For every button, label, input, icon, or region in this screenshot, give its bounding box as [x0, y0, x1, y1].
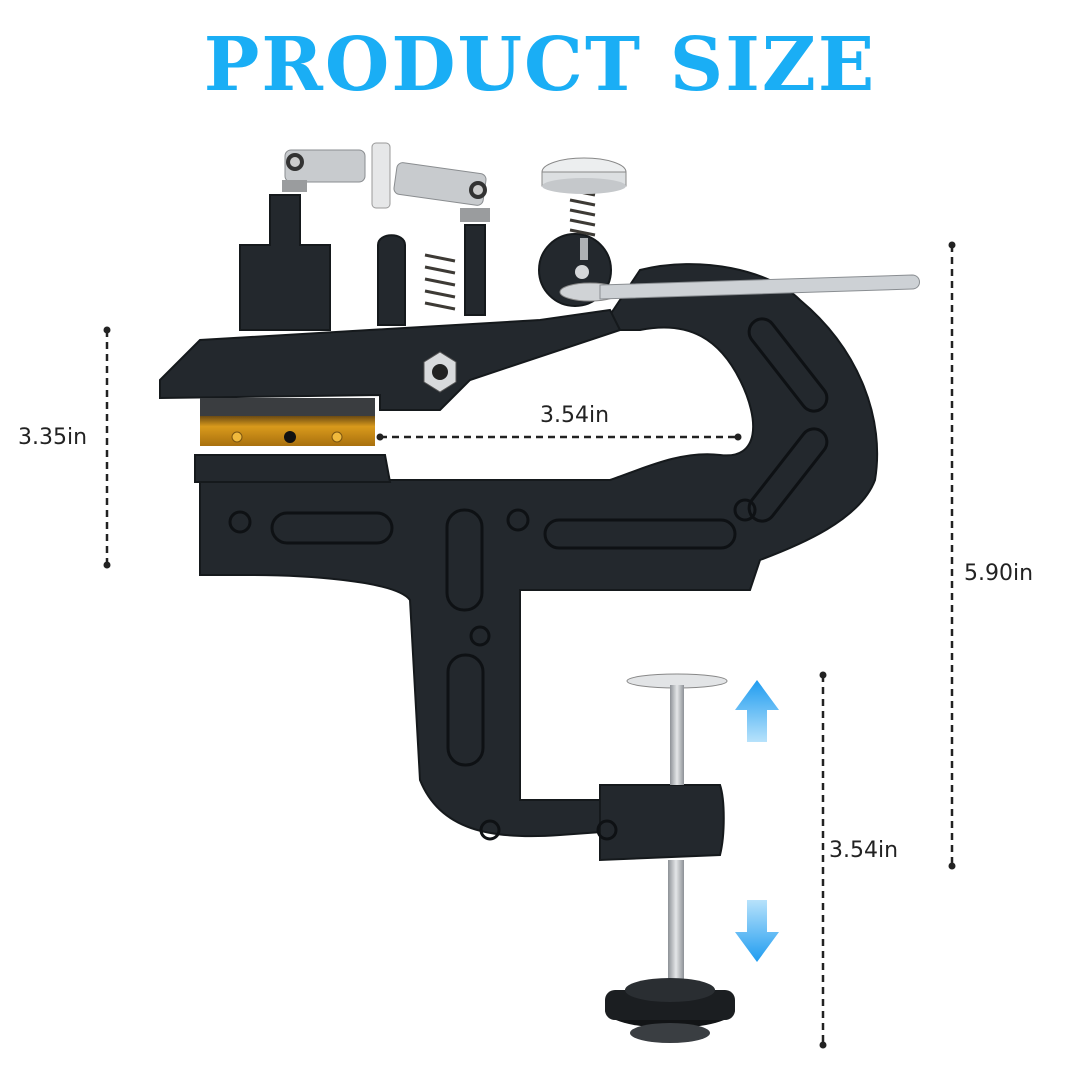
handle-rod: [559, 265, 920, 302]
throat-width-label: 3.54in: [540, 403, 610, 428]
jaw-height-label: 3.35in: [18, 425, 88, 450]
clamp-body: [159, 194, 879, 862]
arrow-down-icon: [735, 900, 779, 962]
body-slots: [228, 317, 829, 841]
top-linkage: [282, 142, 490, 222]
clamp-opening-label: 3.54in: [829, 838, 899, 863]
top-knob: [541, 157, 627, 260]
dimension-lines: [103, 241, 956, 1049]
page-title: PRODUCT SIZE: [203, 22, 877, 108]
clamp-screw: [605, 673, 735, 1043]
hex-nut: [423, 351, 457, 393]
arrow-up-icon: [735, 680, 779, 742]
overall-height-label: 5.90in: [964, 561, 1034, 586]
blade: [200, 398, 375, 446]
